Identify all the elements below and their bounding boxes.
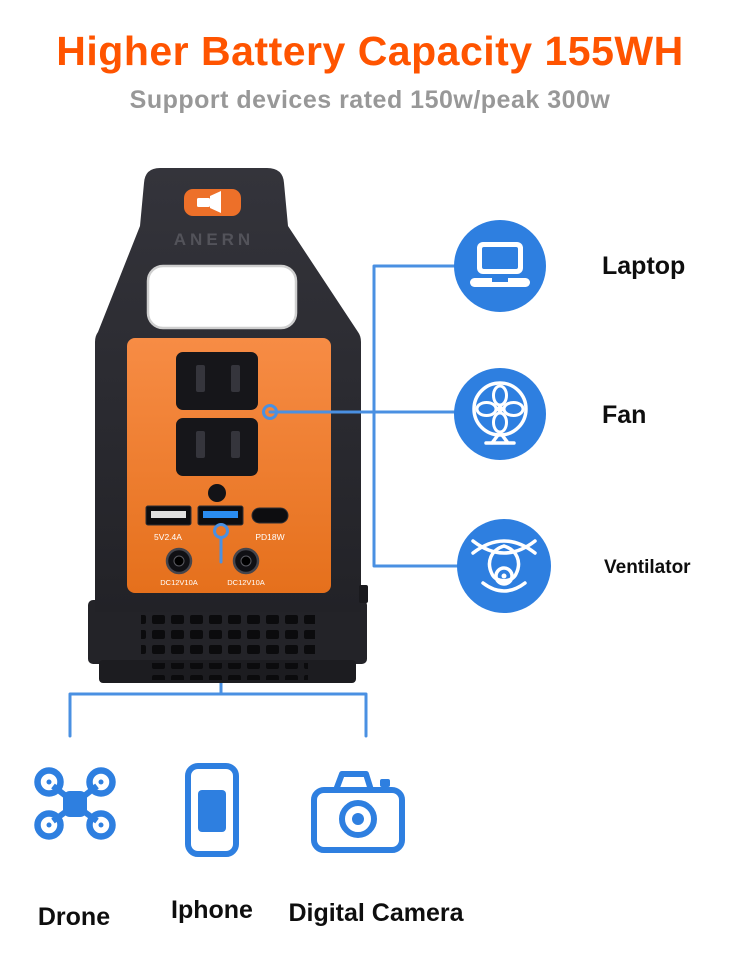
vent-slots-upper [141,610,315,656]
ac-outlet-marker [262,404,278,420]
dc-port-right: DC12V10A [227,547,265,587]
usb-a-port-1: 5V2.4A [145,505,192,542]
device-body [95,168,361,612]
camera-icon [311,771,405,853]
fan-icon [472,381,528,445]
laptop-label: Laptop [602,252,686,280]
fan-callout [454,368,546,460]
flashlight-icon [197,191,221,213]
camera-callout [306,762,410,858]
ventilator-icon [471,539,537,593]
iphone-callout [166,760,258,860]
drone-callout [27,757,123,853]
front-panel [127,338,331,593]
page-title: Higher Battery Capacity 155WH [56,28,684,74]
usb-port-marker [213,523,229,539]
vent-slots-lower [148,663,308,680]
iphone-label: Iphone [171,896,253,924]
dc-left-label: DC12V10A [160,578,198,587]
device-base [88,600,367,683]
right-bracket-line [372,264,459,568]
usb-c-port: PD18W [251,507,289,542]
side-switch [359,585,368,603]
brand-text: ANERN [174,230,254,249]
usb-c-label: PD18W [255,532,284,542]
led-light-panel [146,264,298,330]
dc-right-label: DC12V10A [227,578,265,587]
usb-a-port-2 [197,505,244,526]
camera-label: Digital Camera [288,899,464,927]
flashlight-button [184,189,241,216]
drone-label: Drone [37,903,111,931]
iphone-icon [185,763,239,857]
page-subtitle: Support devices rated 150w/peak 300w [129,86,611,114]
ventilator-callout [457,519,551,613]
reset-button [208,484,226,502]
laptop-icon [470,242,530,287]
drone-icon [34,767,116,840]
dc-port-left: DC12V10A [160,547,198,587]
fan-label: Fan [602,401,647,429]
ac-outlet-top [176,352,258,410]
ventilator-label: Ventilator [604,557,691,578]
usb-a-label: 5V2.4A [154,532,182,542]
bottom-bracket-line [68,692,368,738]
laptop-callout [454,220,546,312]
ac-outlet-bottom [176,418,258,476]
